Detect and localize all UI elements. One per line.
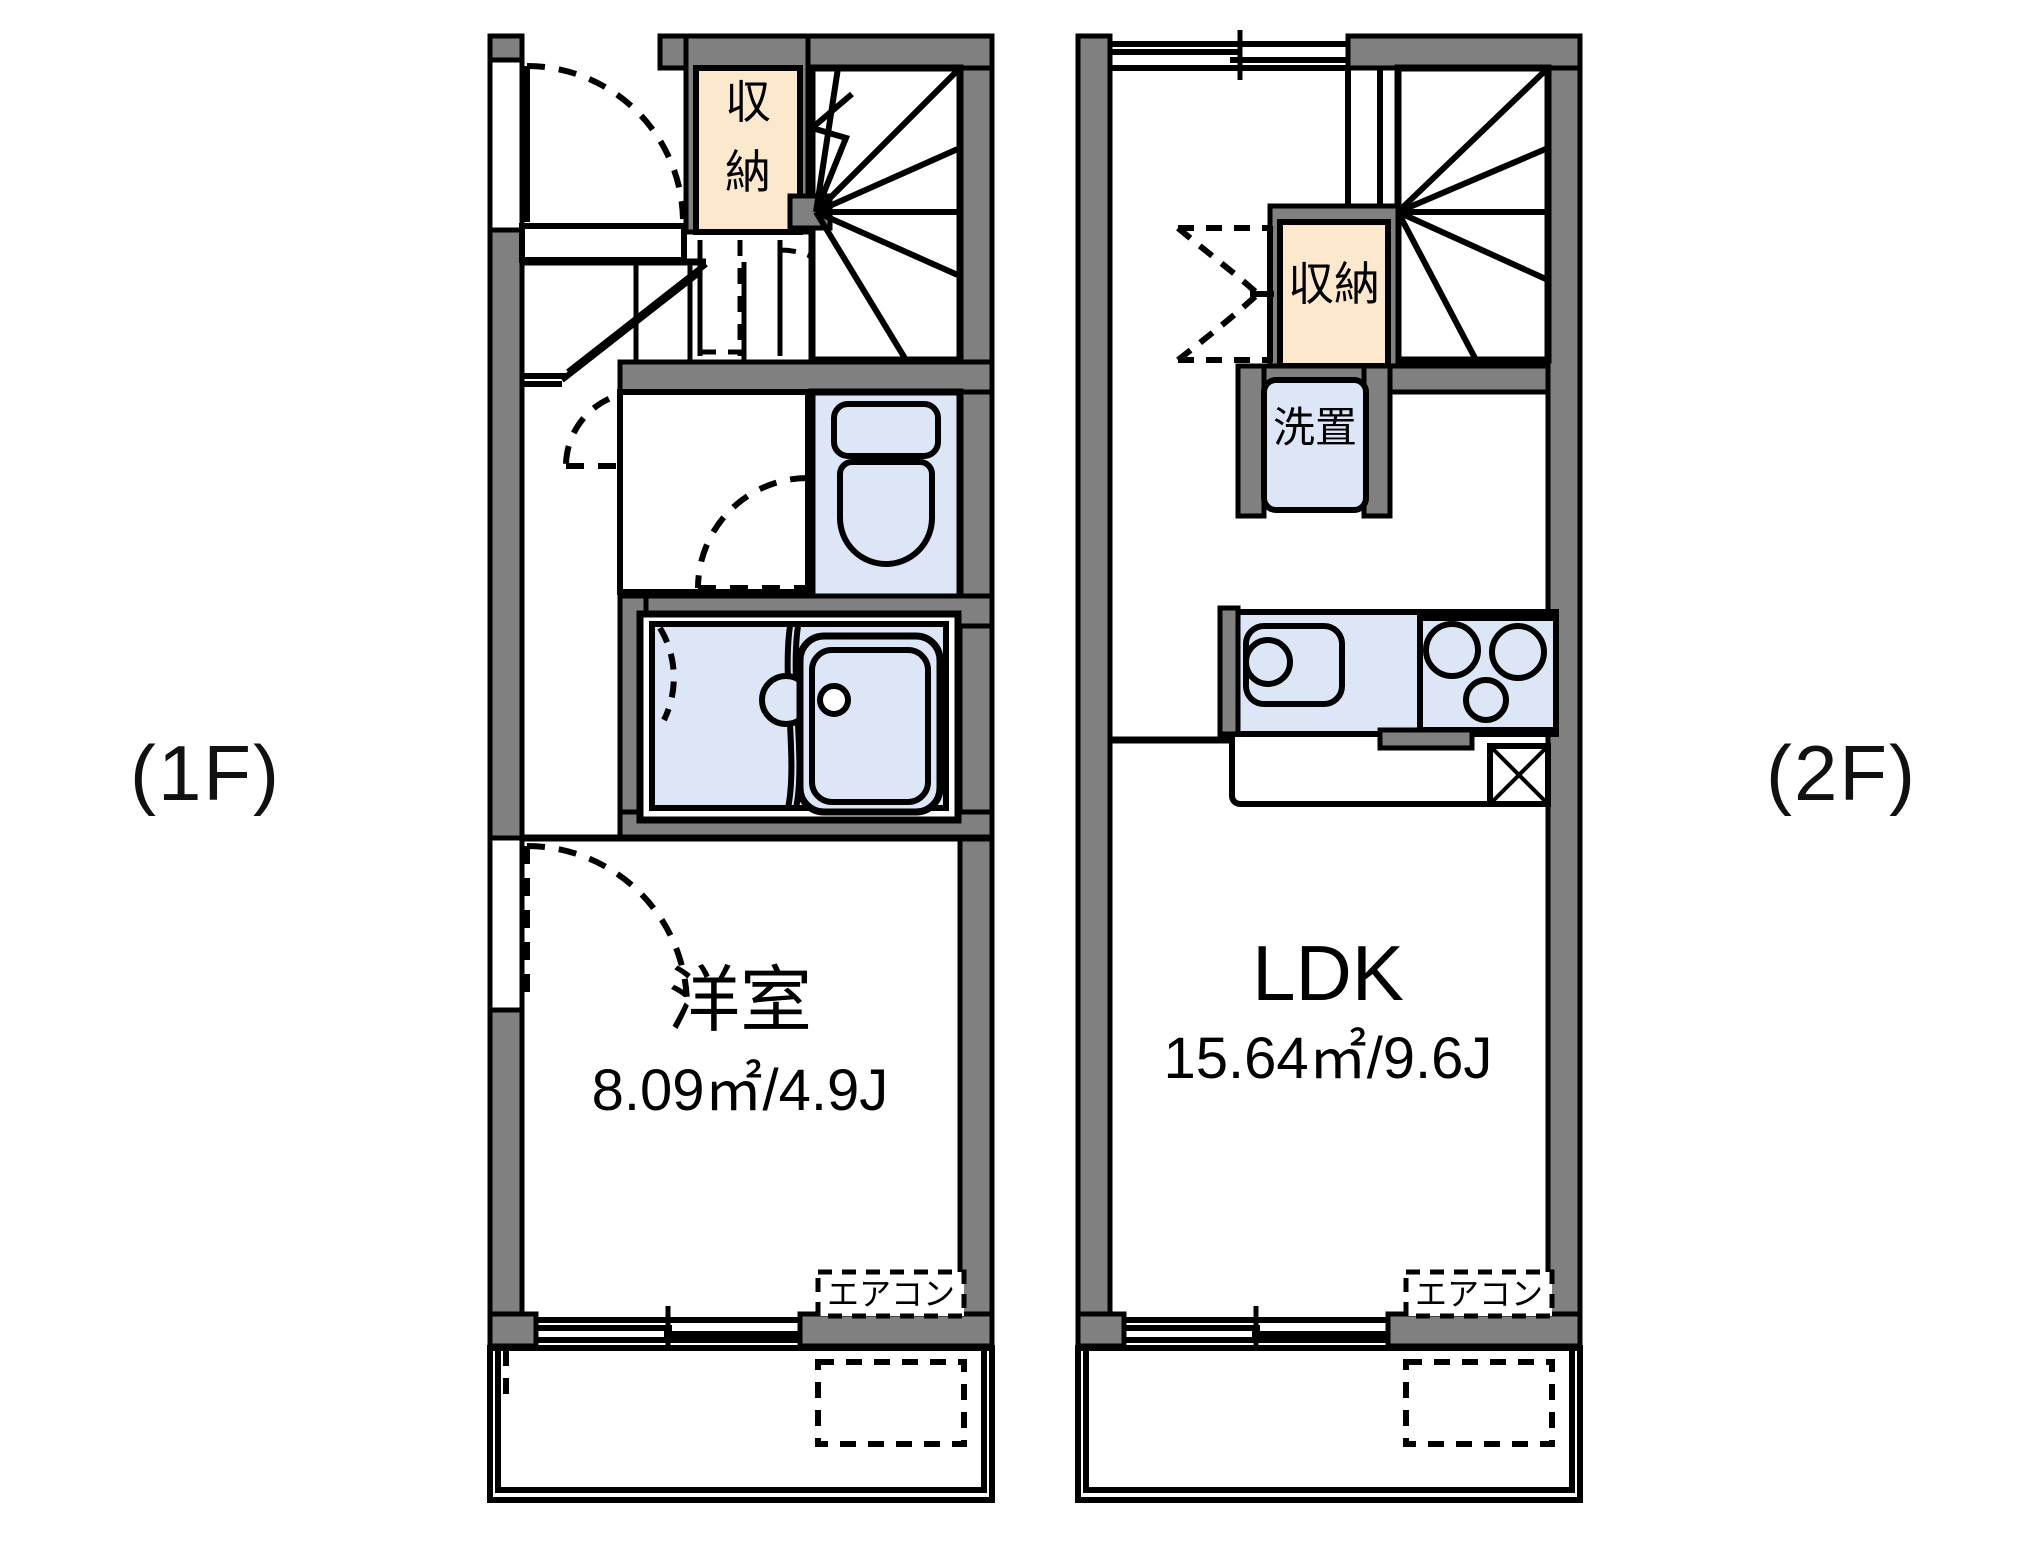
storage-1f	[683, 33, 811, 235]
storage-char-1: 収	[725, 76, 771, 128]
washroom-1f	[563, 359, 995, 604]
floor-2-plan: 収納 洗置	[1075, 30, 1583, 1503]
room-area-2f: 15.64㎡/9.6J	[1164, 1026, 1493, 1091]
porch-1f	[487, 1345, 995, 1503]
aircon-marker-1f	[815, 1269, 967, 1319]
storage-label-2f: 収納	[1288, 258, 1380, 310]
aircon-label-1f: エアコン	[827, 1276, 955, 1312]
ps-box-label: ×	[1512, 763, 1526, 790]
bath-unit-1f	[617, 593, 995, 841]
room-name-1f: 洋室	[668, 961, 812, 1041]
entrance-hall-1f	[487, 57, 708, 387]
storage-2f	[1267, 203, 1401, 369]
stairs-2f	[1345, 64, 1552, 364]
storage-doors-2f	[1176, 225, 1274, 363]
washer-label-2f: 洗置	[1273, 404, 1357, 451]
balcony-2f	[1075, 1345, 1583, 1503]
floor-label-2f: (2F)	[1766, 729, 1917, 817]
floor-1-plan: 収 納	[487, 33, 995, 1503]
floor-label-1f: (1F)	[130, 729, 281, 817]
storage-char-2: 納	[725, 146, 771, 198]
room-name-2f: LDK	[1252, 929, 1404, 1017]
room-area-1f: 8.09㎡/4.9J	[592, 1058, 889, 1123]
room-washitsu-1f	[487, 834, 992, 1013]
aircon-marker-2f	[1403, 1269, 1555, 1319]
wall-structure-2f	[1075, 33, 1583, 1349]
washer-space-2f	[1235, 363, 1393, 519]
window-2f-top	[1110, 30, 1348, 80]
interior-wall-2f	[1387, 363, 1551, 395]
kitchen-2f: ×	[1110, 605, 1559, 807]
stair-run-1f	[633, 262, 747, 372]
storage-label-1f-glyphs: 収 納	[725, 76, 771, 198]
stairs-1f	[787, 64, 964, 364]
window-1f	[536, 1306, 800, 1356]
aircon-label-2f: エアコン	[1415, 1276, 1543, 1312]
